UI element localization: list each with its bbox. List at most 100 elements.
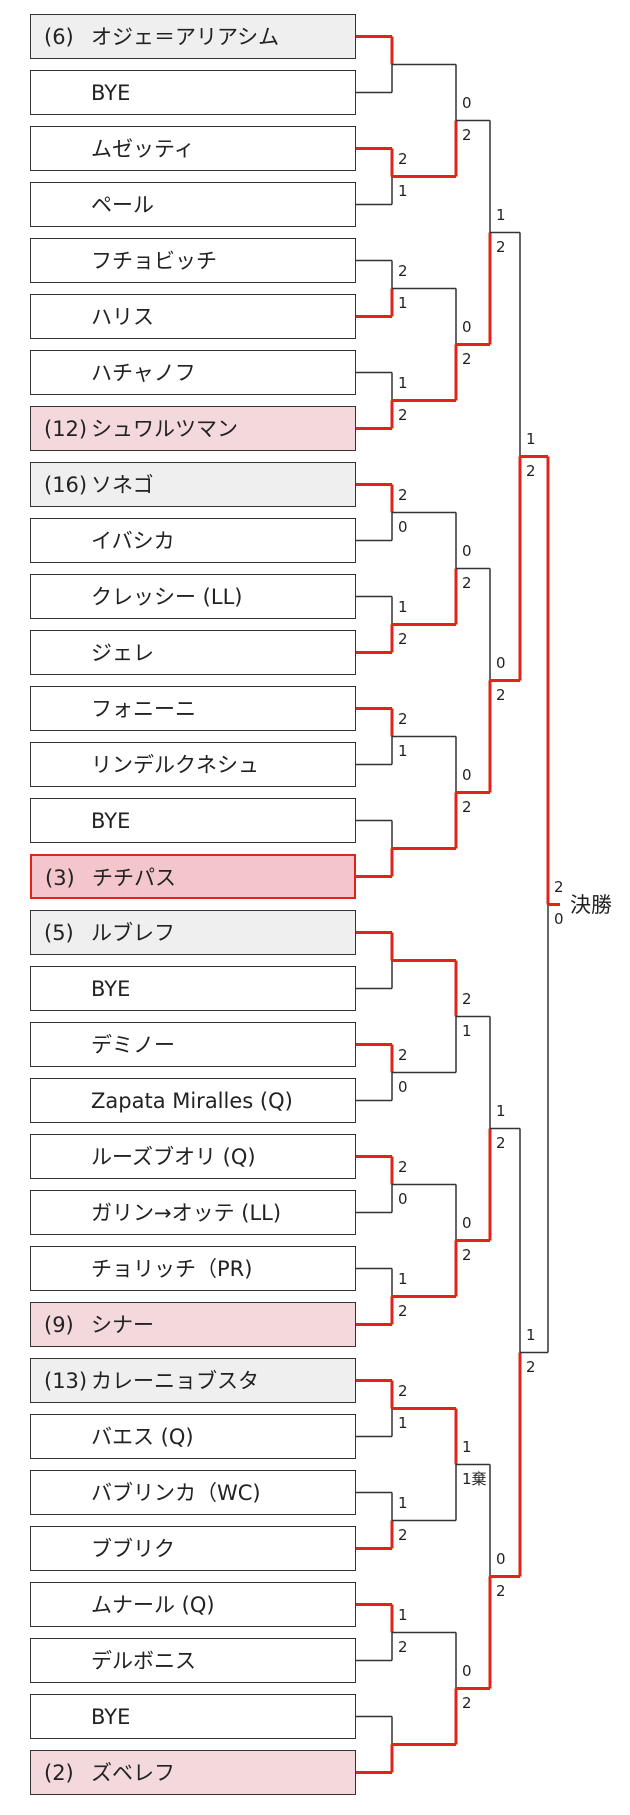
player-name: ソネゴ xyxy=(91,473,154,497)
player-entry: ムナール (Q) xyxy=(30,1582,356,1627)
match-score: 0 xyxy=(496,653,506,672)
player-name: フォニーニ xyxy=(91,697,196,721)
player-entry: (13)カレーニョブスタ xyxy=(30,1358,356,1403)
match-score: 2 xyxy=(398,709,408,728)
match-score: 2 xyxy=(398,485,408,504)
player-name: オジェ＝アリアシム xyxy=(91,25,280,49)
match-score: 2 xyxy=(462,797,472,816)
player-entry: Zapata Miralles (Q) xyxy=(30,1078,356,1123)
match-score: 0 xyxy=(462,1213,472,1232)
final-label: 決勝 xyxy=(570,893,612,917)
player-entry: ムゼッティ xyxy=(30,126,356,171)
player-entry: ペール xyxy=(30,182,356,227)
match-score: 1 xyxy=(526,1325,536,1344)
match-score: 1 xyxy=(398,597,408,616)
player-name: Zapata Miralles (Q) xyxy=(91,1089,293,1113)
player-name: バエス (Q) xyxy=(91,1425,194,1449)
match-score: 0 xyxy=(462,93,472,112)
player-entry: ジェレ xyxy=(30,630,356,675)
match-score: 1 xyxy=(398,1269,408,1288)
match-score: 2 xyxy=(462,1693,472,1712)
match-score: 1 xyxy=(398,293,408,312)
player-name: ハリス xyxy=(91,305,154,329)
player-entry: (5) ルブレフ xyxy=(30,910,356,955)
player-name: ガリン→オッテ (LL) xyxy=(91,1201,282,1225)
match-score: 0 xyxy=(462,765,472,784)
player-name: ルブレフ xyxy=(91,921,175,945)
player-seed: (3) xyxy=(45,866,75,890)
player-entry: ルーズブオリ (Q) xyxy=(30,1134,356,1179)
match-score: 2 xyxy=(398,405,408,424)
player-name: フチョビッチ xyxy=(91,249,217,273)
player-entry: BYE xyxy=(30,798,356,843)
player-entry: (2) ズベレフ xyxy=(30,1750,356,1795)
match-score: 1 xyxy=(496,1101,506,1120)
player-entry: デルボニス xyxy=(30,1638,356,1683)
player-seed: (9) xyxy=(44,1313,74,1337)
player-entry: BYE xyxy=(30,70,356,115)
match-score: 2 xyxy=(462,349,472,368)
player-entry: (16)ソネゴ xyxy=(30,462,356,507)
player-name: BYE xyxy=(91,977,131,1001)
match-score: 2 xyxy=(462,125,472,144)
match-score: 2 xyxy=(496,1581,506,1600)
player-name: デミノー xyxy=(91,1033,175,1057)
player-name: シナー xyxy=(91,1313,154,1337)
player-entry: (3)チチパス xyxy=(30,854,356,899)
player-entry: デミノー xyxy=(30,1022,356,1067)
match-score: 0 xyxy=(462,317,472,336)
match-score: 2 xyxy=(462,989,472,1008)
player-name: ズベレフ xyxy=(91,1761,175,1785)
player-entry: ハリス xyxy=(30,294,356,339)
match-score: 2 xyxy=(398,149,408,168)
match-score: 2 xyxy=(496,237,506,256)
match-score: 1 xyxy=(462,1021,472,1040)
player-name: ペール xyxy=(91,193,154,217)
player-name: ムナール (Q) xyxy=(91,1593,215,1617)
player-entry: バエス (Q) xyxy=(30,1414,356,1459)
player-name: ブブリク xyxy=(91,1537,175,1561)
player-entry: (12)シュワルツマン xyxy=(30,406,356,451)
player-entry: フォニーニ xyxy=(30,686,356,731)
player-name: ハチャノフ xyxy=(91,361,196,385)
match-score: 0 xyxy=(398,517,408,536)
player-name: BYE xyxy=(91,1705,131,1729)
player-entry: フチョビッチ xyxy=(30,238,356,283)
match-score: 2 xyxy=(462,573,472,592)
player-name: バブリンカ（WC) xyxy=(91,1481,261,1505)
match-score: 0 xyxy=(398,1189,408,1208)
match-score: 2 xyxy=(496,685,506,704)
player-name: クレッシー (LL) xyxy=(91,585,243,609)
player-entry: ブブリク xyxy=(30,1526,356,1571)
match-score: 2 xyxy=(398,261,408,280)
player-seed: (2) xyxy=(44,1761,74,1785)
player-name: シュワルツマン xyxy=(91,417,238,441)
player-name: ルーズブオリ (Q) xyxy=(91,1145,256,1169)
match-score: 2 xyxy=(554,877,564,896)
match-score: 2 xyxy=(398,1381,408,1400)
player-seed: (12) xyxy=(44,417,88,441)
match-score: 2 xyxy=(398,1301,408,1320)
player-entry: イバシカ xyxy=(30,518,356,563)
match-score: 1 xyxy=(398,1493,408,1512)
match-score: 2 xyxy=(398,629,408,648)
match-score: 1 xyxy=(526,429,536,448)
player-entry: (9) シナー xyxy=(30,1302,356,1347)
match-score: 0 xyxy=(462,1661,472,1680)
player-name: BYE xyxy=(91,81,131,105)
match-score: 1 xyxy=(398,181,408,200)
player-seed: (5) xyxy=(44,921,74,945)
player-name: イバシカ xyxy=(91,529,175,553)
match-score: 0 xyxy=(398,1077,408,1096)
match-score: 1 xyxy=(398,741,408,760)
player-name: カレーニョブスタ xyxy=(91,1369,259,1393)
match-score: 1 xyxy=(462,1437,472,1456)
match-score: 2 xyxy=(526,461,536,480)
player-entry: クレッシー (LL) xyxy=(30,574,356,619)
match-score: 2 xyxy=(398,1637,408,1656)
match-score: 1 xyxy=(398,1413,408,1432)
match-score: 1棄 xyxy=(462,1469,487,1488)
player-entry: ハチャノフ xyxy=(30,350,356,395)
